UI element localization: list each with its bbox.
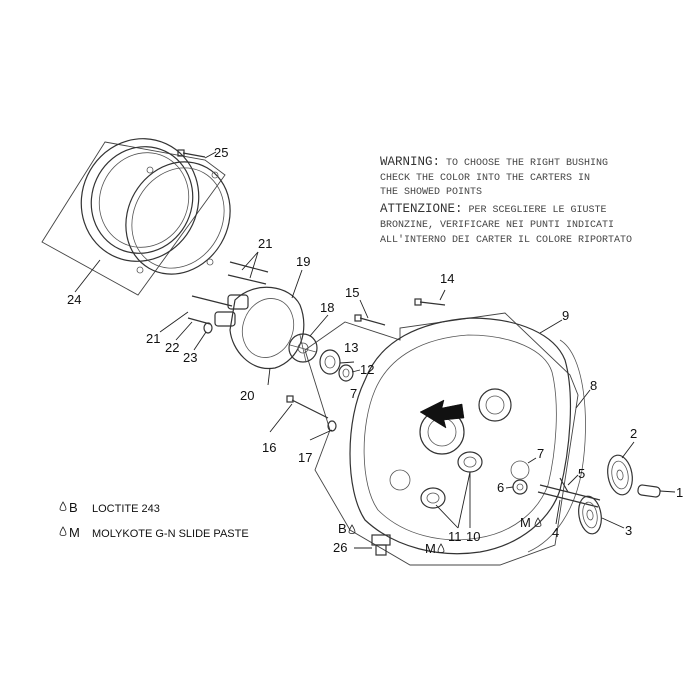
callout-8: 8 — [590, 378, 597, 393]
bolt-part-15 — [354, 314, 386, 326]
svg-text:ATTENZIONE:PER SCEGLIERE LE GI: ATTENZIONE: PER SCEGLIERE LE GIUSTE — [380, 202, 607, 216]
bushing-part-11 — [420, 487, 446, 509]
bolt-part-25 — [177, 149, 206, 158]
material-legend: B LOCTITE 243 M MOLYKOTE G-N SLIDE PASTE — [59, 500, 249, 540]
bolts-part-21 — [191, 261, 269, 307]
callout-13: 13 — [344, 340, 358, 355]
warning-it-line3: ALL'INTERNO DEI CARTER IL COLORE RIPORTA… — [380, 234, 632, 246]
drop-icon-m-part-4 — [534, 517, 542, 527]
pin-part-1 — [637, 484, 661, 498]
callout-7-right: 7 — [537, 446, 544, 461]
callout-17: 17 — [298, 450, 312, 465]
callout-4: 4 — [552, 525, 559, 540]
callout-labels: 1 2 3 4 5 6 7 7 8 9 10 11 12 13 14 15 16… — [67, 145, 683, 556]
clutch-cover-part-24 — [80, 138, 200, 262]
drop-icon-legend-m — [59, 526, 67, 536]
legend-b-key: B — [69, 500, 78, 515]
callout-21-top: 21 — [258, 236, 272, 251]
callout-25: 25 — [214, 145, 228, 160]
drop-icon-m-part-11 — [437, 543, 445, 553]
mark-m-part-11: M — [425, 541, 436, 556]
callout-21-bottom: 21 — [146, 331, 160, 346]
callout-26: 26 — [333, 540, 347, 555]
callout-22: 22 — [165, 340, 179, 355]
pump-impeller-part-18 — [288, 333, 318, 363]
callout-7-left: 7 — [350, 386, 357, 401]
callout-20: 20 — [240, 388, 254, 403]
warning-note: WARNING: TO CHOOSE THE RIGHT BUSHING CHEC… — [380, 155, 632, 246]
callout-19: 19 — [296, 254, 310, 269]
callout-12: 12 — [360, 362, 374, 377]
pin-part-5 — [559, 477, 569, 493]
svg-text:WARNING:TO CHOOSE THE RIGHT BU: WARNING: TO CHOOSE THE RIGHT BUSHING — [380, 155, 608, 169]
frame-cover-group — [41, 141, 226, 296]
gasket-part-8 — [527, 339, 586, 553]
callout-23: 23 — [183, 350, 197, 365]
callout-14: 14 — [440, 271, 454, 286]
seal-part-12 — [338, 364, 354, 382]
drop-icon-b-part-26 — [348, 524, 356, 534]
callout-18: 18 — [320, 300, 334, 315]
warning-it-head: ATTENZIONE: — [380, 202, 463, 216]
warning-it-line1: PER SCEGLIERE LE GIUSTE — [469, 205, 607, 216]
warning-en-head: WARNING: — [380, 155, 440, 169]
bolt-part-14 — [414, 298, 446, 306]
legend-b-text: LOCTITE 243 — [92, 503, 160, 515]
bolt-part-16 — [286, 395, 329, 419]
callout-1: 1 — [676, 485, 683, 500]
callout-5: 5 — [578, 466, 585, 481]
warning-en-line2: CHECK THE COLOR INTO THE CARTERS IN — [380, 173, 590, 184]
callout-24: 24 — [67, 292, 81, 307]
legend-m-text: MOLYKOTE G-N SLIDE PASTE — [92, 528, 249, 540]
callout-9: 9 — [562, 308, 569, 323]
leader-lines — [74, 151, 676, 549]
callout-10: 10 — [466, 529, 480, 544]
callout-6: 6 — [497, 480, 504, 495]
callout-2: 2 — [630, 426, 637, 441]
legend-m-key: M — [69, 525, 80, 540]
warning-en-line1: TO CHOOSE THE RIGHT BUSHING — [446, 158, 608, 169]
cover-gasket — [125, 161, 231, 275]
warning-en-line3: THE SHOWED POINTS — [380, 187, 482, 198]
drain-plug-part-26 — [371, 534, 391, 556]
mark-m-part-4: M — [520, 515, 531, 530]
callout-3: 3 — [625, 523, 632, 538]
seal-part-13 — [319, 349, 341, 375]
shaft-part-4 — [537, 484, 601, 508]
bushing-part-10 — [457, 451, 483, 473]
drop-icon-legend-b — [59, 501, 67, 511]
warning-it-line2: BRONZINE, VERIFICARE NEI PUNTI INDICATI — [380, 220, 614, 231]
washer-part-23 — [203, 322, 213, 334]
callout-15: 15 — [345, 285, 359, 300]
callout-16: 16 — [262, 440, 276, 455]
washer-part-17 — [327, 420, 337, 432]
water-pump-cover-part-20 — [214, 286, 305, 370]
mark-b-part-26: B — [338, 521, 347, 536]
dowel-part-6 — [512, 479, 528, 495]
gear-part-2 — [607, 454, 633, 496]
gear-part-3 — [578, 495, 602, 535]
indicator-arrow — [419, 399, 465, 429]
callout-11: 11 — [448, 529, 462, 544]
